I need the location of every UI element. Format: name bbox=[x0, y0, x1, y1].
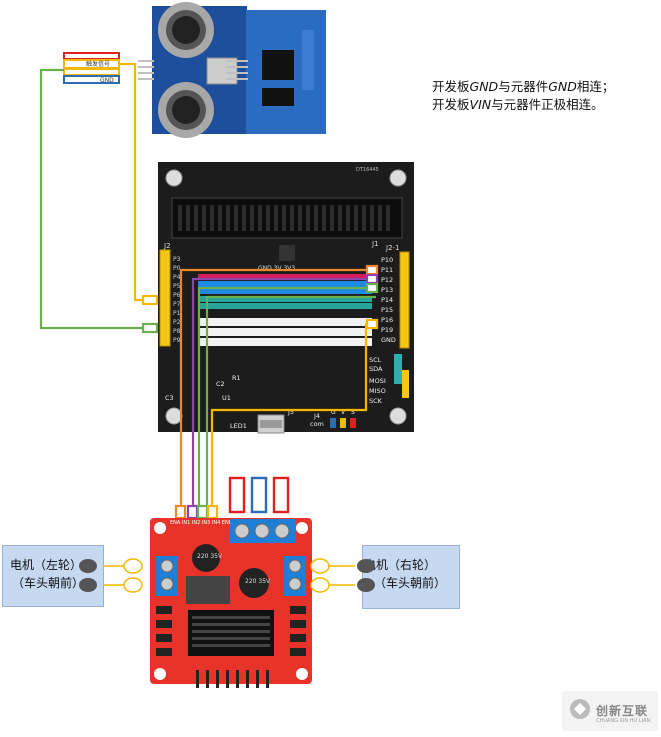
ultrasonic-sensor bbox=[138, 2, 326, 138]
jumper-letter: G bbox=[331, 409, 336, 416]
pin-label: P6 bbox=[173, 292, 181, 299]
driver-pin-labels: ENA IN1 IN2 IN3 IN4 ENB bbox=[170, 520, 233, 526]
motor-right-line1: 电机（右轮） bbox=[364, 558, 437, 572]
note-text: 与元器件 bbox=[498, 79, 549, 94]
capacitor-2-label: 220 35V bbox=[245, 578, 271, 585]
j1-label: J1 bbox=[371, 240, 379, 248]
note-text: 开发板 bbox=[432, 97, 470, 112]
watermark-logo-icon bbox=[570, 699, 590, 719]
spi-label: SCL bbox=[369, 356, 382, 364]
note-text: 开发板 bbox=[432, 79, 470, 94]
edge-connector-pins bbox=[178, 205, 390, 231]
wire-orange bbox=[179, 268, 376, 510]
j2-label: J2 bbox=[163, 242, 171, 250]
wire-trigger bbox=[119, 62, 152, 302]
note-text: GND bbox=[469, 79, 499, 94]
pin-label: P12 bbox=[381, 276, 393, 284]
spi-label: SDA bbox=[369, 365, 383, 373]
motor-terminal-markers bbox=[123, 558, 330, 593]
right-pin-labels: P10 P11 P12 P13 P14 P15 P16 P19 GND bbox=[381, 256, 396, 344]
wire-green-b bbox=[205, 295, 376, 510]
motor-left-box bbox=[2, 545, 104, 607]
note-text: 相连； bbox=[576, 79, 615, 94]
wire-green-a bbox=[197, 286, 376, 510]
note-text: GND bbox=[548, 79, 577, 94]
power-legend bbox=[228, 476, 290, 514]
pin-label: P15 bbox=[381, 306, 393, 314]
pin-label: P0 bbox=[173, 265, 181, 272]
watermark-name: 创新互联 bbox=[596, 704, 649, 718]
part-label: C3 bbox=[165, 394, 174, 402]
gnd-label: GND bbox=[100, 77, 114, 84]
spi-labels: SCL SDA MOSI MISO SCK bbox=[369, 356, 386, 405]
note-line-1: 开发板GND与元器件GND相连； bbox=[432, 76, 614, 95]
j2-1-label: J2-1 bbox=[385, 244, 400, 252]
capacitor-1-label: 220 35V bbox=[197, 553, 223, 560]
pin-label: P9 bbox=[173, 337, 181, 344]
part-label: J5 bbox=[287, 408, 294, 416]
motor-driver: ENA IN1 IN2 IN3 IN4 ENB 220 35V 220 35V bbox=[150, 518, 312, 688]
part-labels: C2 R1 C3 U1 LED1 J4 J5 com bbox=[165, 374, 324, 430]
motor-right-box bbox=[362, 545, 460, 609]
motor-left-line2: （车头朝前） bbox=[12, 576, 85, 590]
pin-label: P2 bbox=[173, 319, 181, 326]
pin-label: P10 bbox=[381, 256, 393, 264]
pin-label: P14 bbox=[381, 296, 393, 304]
jumper-letter: V bbox=[341, 409, 346, 416]
part-label: com bbox=[310, 420, 324, 428]
wires bbox=[39, 62, 379, 520]
spi-label: MISO bbox=[369, 387, 386, 395]
pin-label: P5 bbox=[173, 283, 181, 290]
part-label: U1 bbox=[222, 394, 231, 402]
pin-label: P7 bbox=[173, 301, 181, 308]
pin-label: P16 bbox=[381, 316, 393, 324]
spi-label: SCK bbox=[369, 397, 383, 405]
note-text: 与元器件正极相连。 bbox=[491, 97, 604, 112]
header-top-label: GND 3V 3V3 bbox=[258, 265, 295, 272]
pin-label: GND bbox=[381, 336, 396, 344]
pin-label: P1 bbox=[173, 310, 181, 317]
note-line-2: 开发板VIN与元器件正极相连。 bbox=[432, 94, 604, 113]
jumper-letter: S bbox=[351, 409, 355, 416]
pin-label: P11 bbox=[381, 266, 393, 274]
pin-label: P8 bbox=[173, 328, 181, 335]
sensor-wire-labels: 触发信号 GND bbox=[63, 52, 120, 84]
part-label: C2 bbox=[216, 380, 225, 388]
pin-label: P19 bbox=[381, 326, 393, 334]
wire-purple bbox=[191, 277, 376, 510]
pin-label: P13 bbox=[381, 286, 393, 294]
note-text: VIN bbox=[469, 97, 492, 112]
wire-gnd bbox=[39, 68, 152, 330]
motor-left-line1: 电机（左轮） bbox=[10, 558, 83, 572]
left-pin-labels: P3 P0 P4 P5 P6 P7 P1 P2 P8 P9 bbox=[173, 256, 181, 344]
watermark-sub: CHUANG XIN HU LIAN bbox=[596, 718, 651, 724]
pin-label: P3 bbox=[173, 256, 181, 263]
part-label: R1 bbox=[232, 374, 241, 382]
signal-label: 触发信号 bbox=[86, 60, 110, 68]
spi-label: MOSI bbox=[369, 377, 386, 385]
board-code: DT16445 bbox=[356, 167, 379, 173]
jumper-letters: G V S bbox=[331, 409, 355, 416]
pin-label: P4 bbox=[173, 274, 181, 281]
part-label: J4 bbox=[313, 412, 320, 420]
part-label: LED1 bbox=[230, 422, 247, 430]
motor-right-line2: （车头朝前） bbox=[374, 576, 447, 590]
